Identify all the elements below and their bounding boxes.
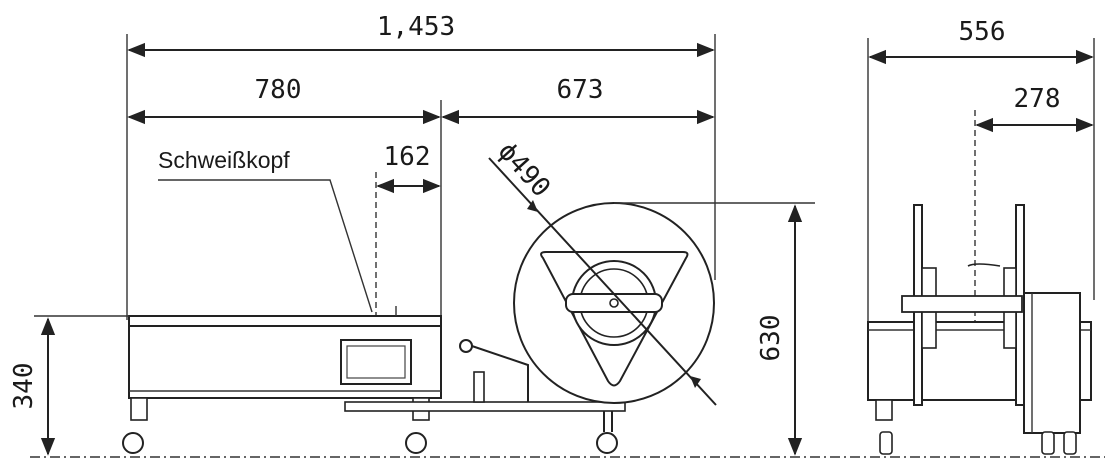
side-wheel-3: [1063, 431, 1077, 455]
side-view: 556 278: [867, 17, 1095, 455]
leg-front: [130, 397, 148, 421]
total-length-label: 1,453: [377, 12, 455, 42]
coil-axle: [609, 298, 619, 308]
side-brake-arc: [967, 263, 1001, 267]
wheel-2: [405, 432, 427, 454]
table-height-label: 340: [9, 363, 39, 410]
side-wheel-1: [879, 431, 893, 455]
table-top: [128, 315, 442, 327]
dispenser-rail: [344, 401, 626, 412]
coil-diameter-arrow-1: [527, 200, 538, 212]
control-panel-inner: [346, 345, 406, 379]
dispenser-arm: [465, 343, 529, 402]
weld-head-offset-label: 162: [384, 142, 431, 172]
side-axle: [901, 295, 1023, 313]
wheel-1: [122, 432, 144, 454]
side-leg-1: [875, 399, 893, 421]
machine-length-label: 780: [255, 75, 302, 105]
wheel-3: [596, 432, 618, 454]
coil-diameter-label: ϕ490: [492, 137, 556, 204]
weld-head-leader: [158, 179, 373, 313]
arm-roller: [459, 339, 473, 353]
total-height-label: 630: [756, 315, 786, 362]
dispenser-length-label: 673: [557, 75, 604, 105]
control-panel: [340, 339, 412, 385]
weld-head-label: Schweißkopf: [158, 147, 290, 173]
dim-line-coil-diameter: [488, 157, 717, 406]
side-width-label: 556: [959, 17, 1006, 47]
arm-post: [473, 371, 485, 403]
side-half-width-label: 278: [1014, 84, 1061, 114]
coil-diameter-arrow-2: [690, 376, 701, 388]
side-wheel-2: [1041, 431, 1055, 455]
front-view: 1,453 780 673 162 Schweißkopf: [9, 12, 815, 456]
